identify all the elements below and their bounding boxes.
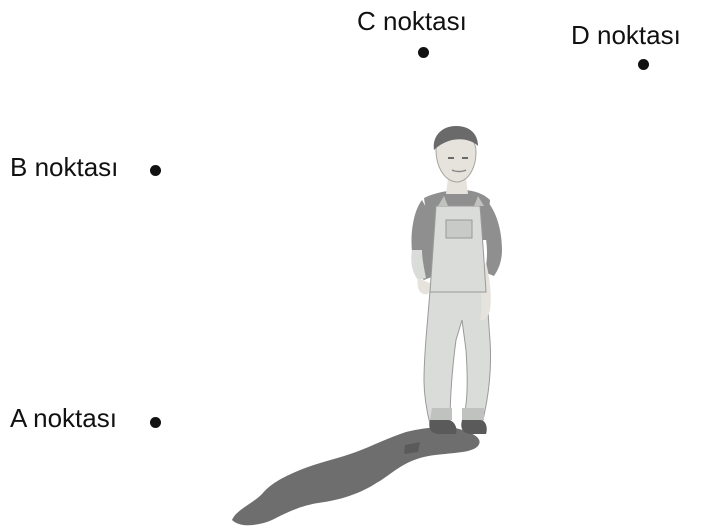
point-b-label: B noktası (10, 152, 119, 182)
point-a-dot (150, 417, 161, 428)
point-d-label: D noktası (571, 20, 681, 50)
point-d-dot (638, 59, 649, 70)
man-overall-bib (429, 205, 487, 293)
point-c-label: C noktası (357, 6, 467, 36)
point-a-label: A noktası (10, 403, 117, 433)
man-right-arm (484, 200, 502, 276)
man-legs (423, 287, 492, 425)
point-b-dot (150, 165, 161, 176)
point-c-dot (418, 47, 429, 58)
man-shadow (232, 427, 480, 526)
man-hair (433, 126, 478, 150)
